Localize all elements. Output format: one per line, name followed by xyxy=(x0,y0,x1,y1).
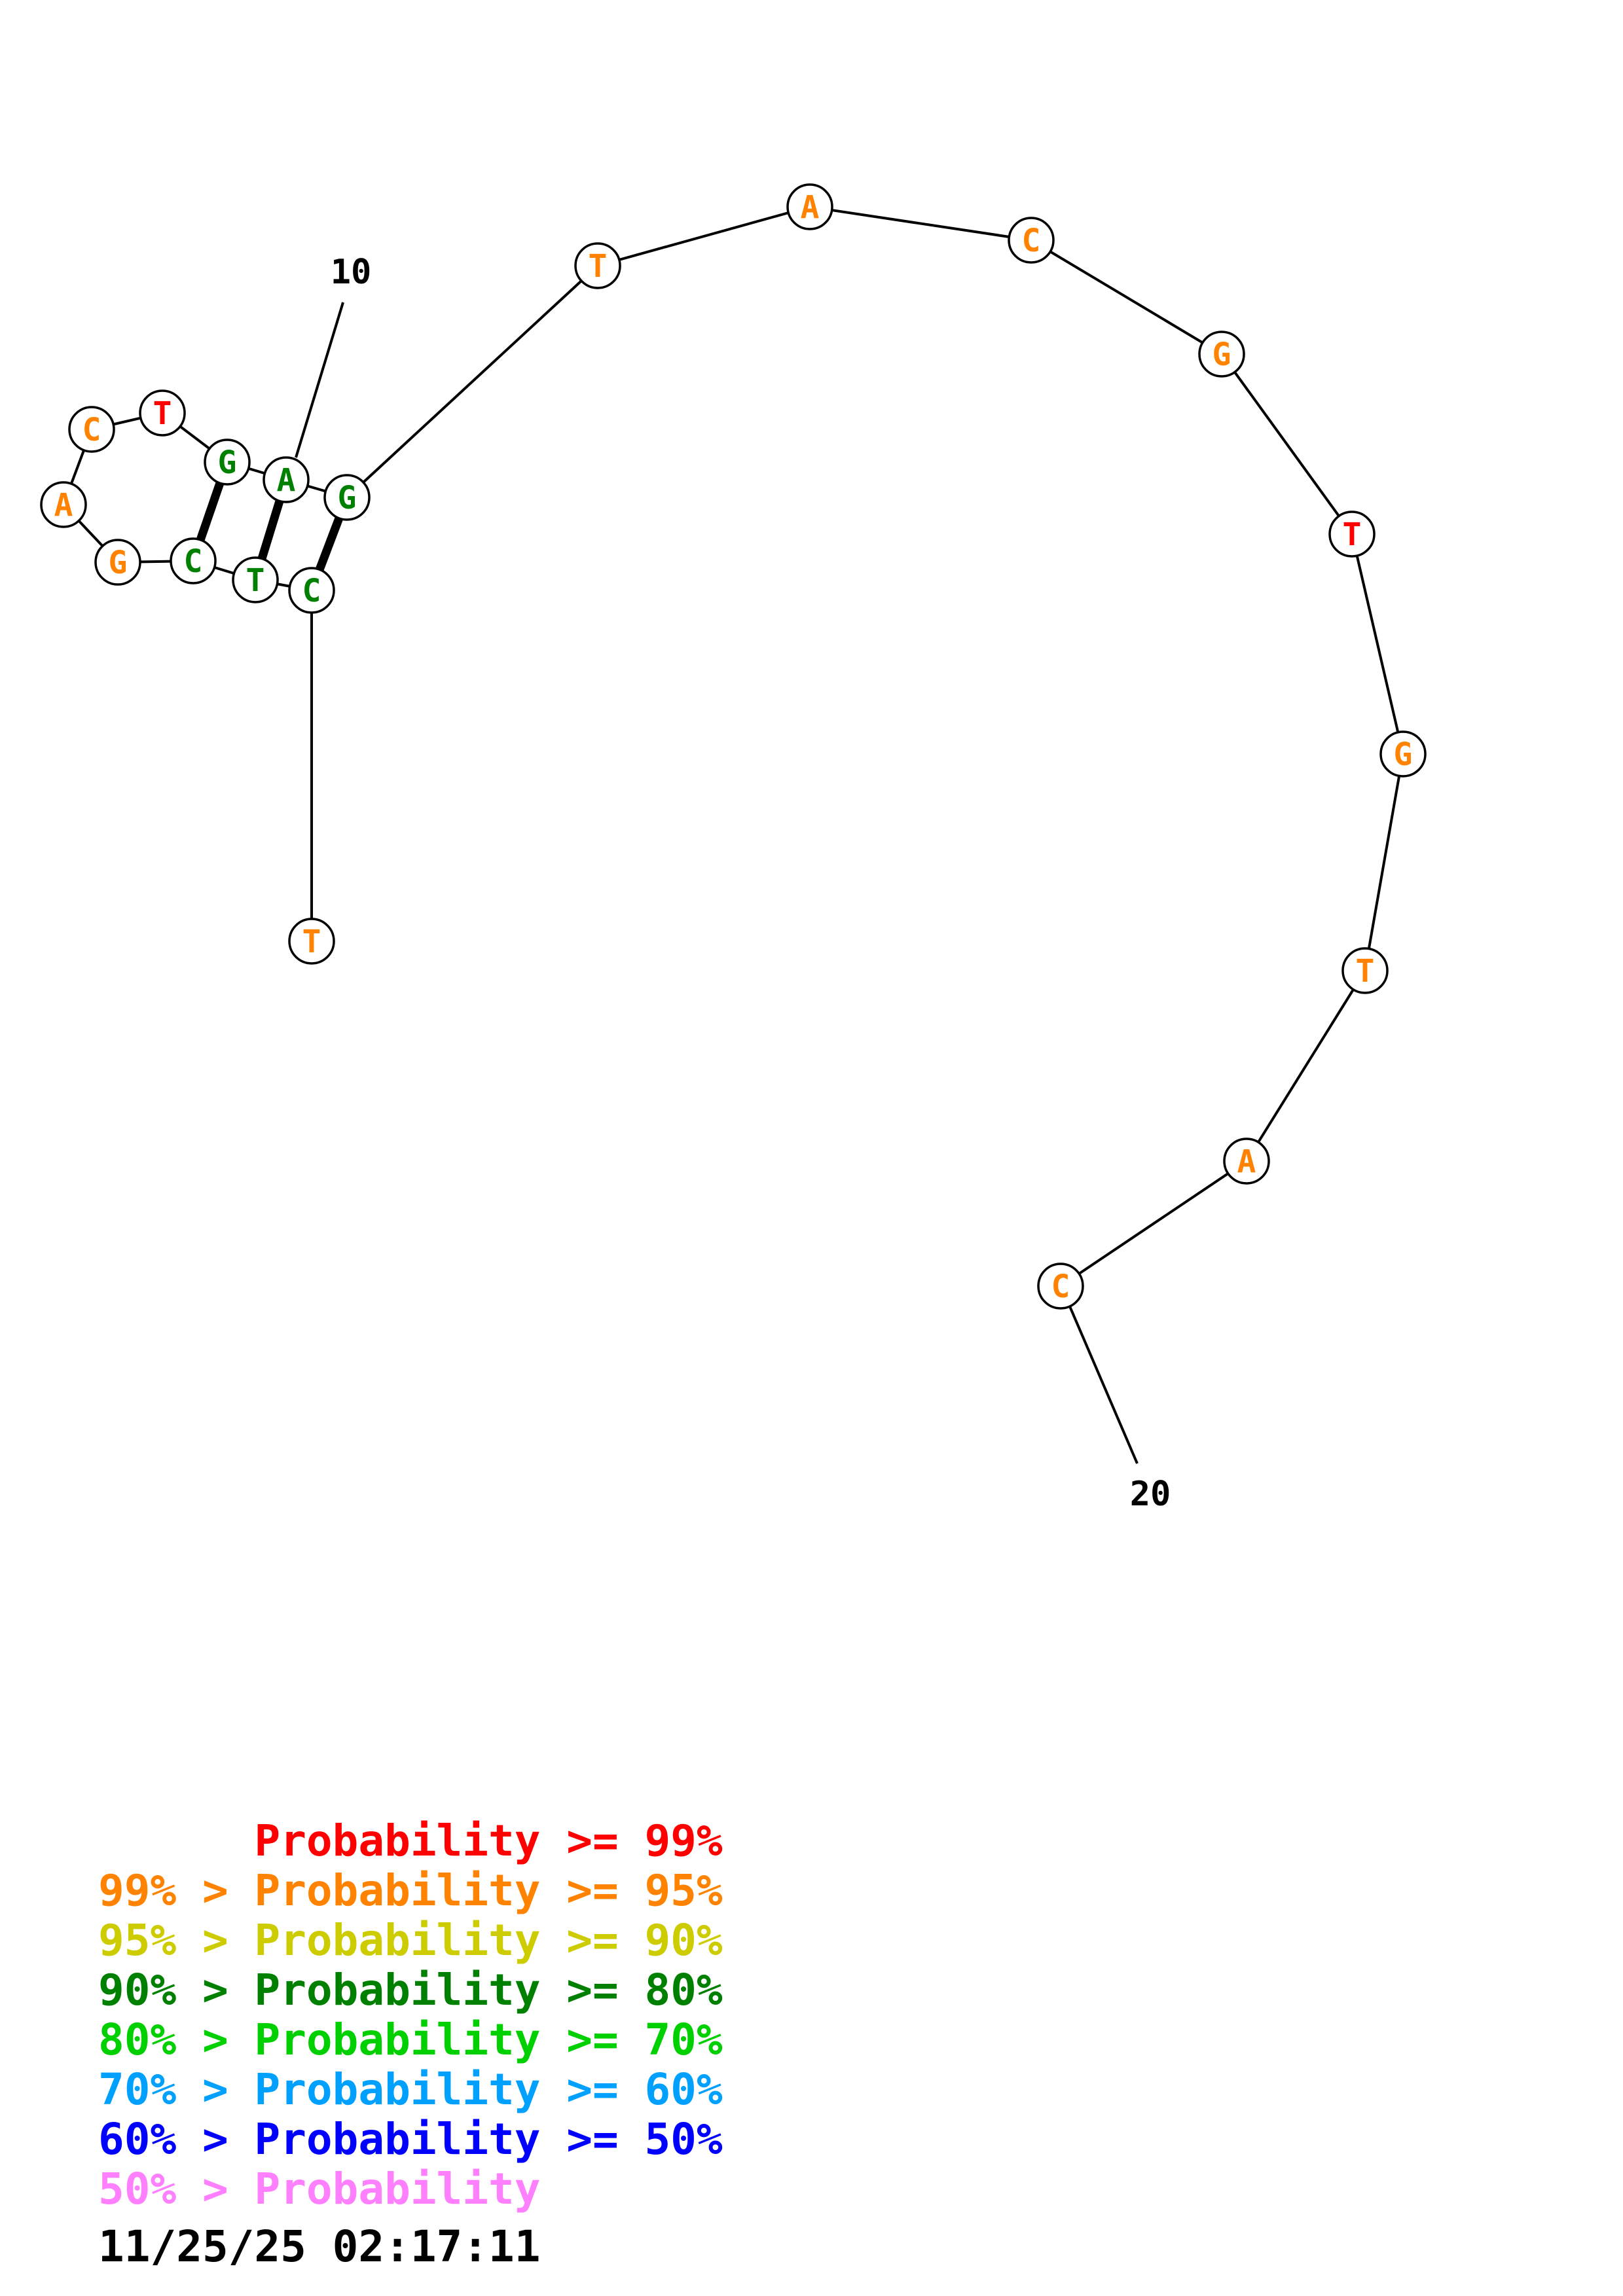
backbone-line xyxy=(1245,969,1366,1162)
nucleotide-letter: A xyxy=(277,462,296,499)
nucleotide-circle xyxy=(1037,1263,1084,1310)
nucleotide-letter: C xyxy=(302,573,321,609)
nucleotide-letter: T xyxy=(246,562,265,599)
nucleotide-circle xyxy=(204,439,251,486)
legend-row: 60% > Probability >= 50% xyxy=(98,2114,723,2164)
position-label-line xyxy=(295,302,344,458)
nucleotide-letter: G xyxy=(338,480,357,516)
backbone-line xyxy=(1351,533,1404,755)
nucleotide-letter: C xyxy=(1022,223,1041,259)
nucleotide-letter: G xyxy=(1394,736,1413,773)
nucleotide-letter: C xyxy=(184,543,203,580)
backbone-line xyxy=(346,264,599,499)
position-label: 20 xyxy=(1130,1475,1171,1514)
nucleotide-circle xyxy=(323,474,371,521)
nucleotide-letter: A xyxy=(1237,1143,1256,1180)
nucleotide-letter: A xyxy=(801,189,820,226)
nucleotide-circle xyxy=(1223,1138,1270,1185)
nucleotide-letter: G xyxy=(218,444,237,481)
nucleotide-circle xyxy=(1008,217,1055,264)
nucleotide-letter: G xyxy=(1213,336,1231,373)
legend-row: 90% > Probability >= 80% xyxy=(98,1965,723,2015)
nucleotide-letter: T xyxy=(589,248,608,285)
nucleotide-circle xyxy=(786,183,833,230)
backbone-line xyxy=(597,206,811,267)
nucleotide-circle xyxy=(94,539,141,586)
nucleotide-circle xyxy=(1341,947,1389,994)
nucleotide-letter: G xyxy=(109,545,128,581)
backbone-line xyxy=(809,206,1032,242)
legend-row: 99% > Probability >= 95% xyxy=(98,1865,723,1916)
nucleotide-letter: T xyxy=(1343,516,1362,553)
nucleotide-circle xyxy=(263,456,310,503)
nucleotide-circle xyxy=(232,556,279,603)
nucleotide-letter: T xyxy=(302,924,321,960)
legend-row: 70% > Probability >= 60% xyxy=(98,2064,723,2115)
nucleotide-circle xyxy=(68,406,115,453)
nucleotide-letter: C xyxy=(82,412,101,448)
nucleotide-letter: T xyxy=(153,395,172,432)
nucleotide-circle xyxy=(1198,331,1245,378)
backbone-line xyxy=(1030,239,1223,355)
legend-row: 50% > Probability xyxy=(98,2164,541,2214)
nucleotide-circle xyxy=(1328,511,1376,558)
position-label-line xyxy=(1068,1306,1139,1464)
backbone-line xyxy=(1059,1160,1248,1287)
nucleotide-circle xyxy=(574,242,621,289)
nucleotide-circle xyxy=(288,567,335,614)
nucleotide-circle xyxy=(1379,730,1427,778)
nucleotide-letter: C xyxy=(1051,1268,1070,1305)
nucleotide-circle xyxy=(170,537,217,584)
position-label: 10 xyxy=(331,253,372,292)
backbone-line xyxy=(1220,353,1353,535)
nucleotide-circle xyxy=(40,481,87,528)
nucleotide-circle xyxy=(288,918,335,965)
legend-row: Probability >= 99% xyxy=(98,1816,723,1866)
legend-row: 95% > Probability >= 90% xyxy=(98,1915,723,1965)
probability-legend: Probability >= 99%99% > Probability >= 9… xyxy=(98,1816,723,2214)
nucleotide-circle xyxy=(139,389,186,437)
backbone-line xyxy=(1364,753,1404,971)
legend-row: 80% > Probability >= 70% xyxy=(98,2015,723,2065)
nucleotide-letter: T xyxy=(1356,953,1375,990)
timestamp: 11/25/25 02:17:11 xyxy=(98,2221,541,2272)
nucleotide-letter: A xyxy=(54,487,73,524)
